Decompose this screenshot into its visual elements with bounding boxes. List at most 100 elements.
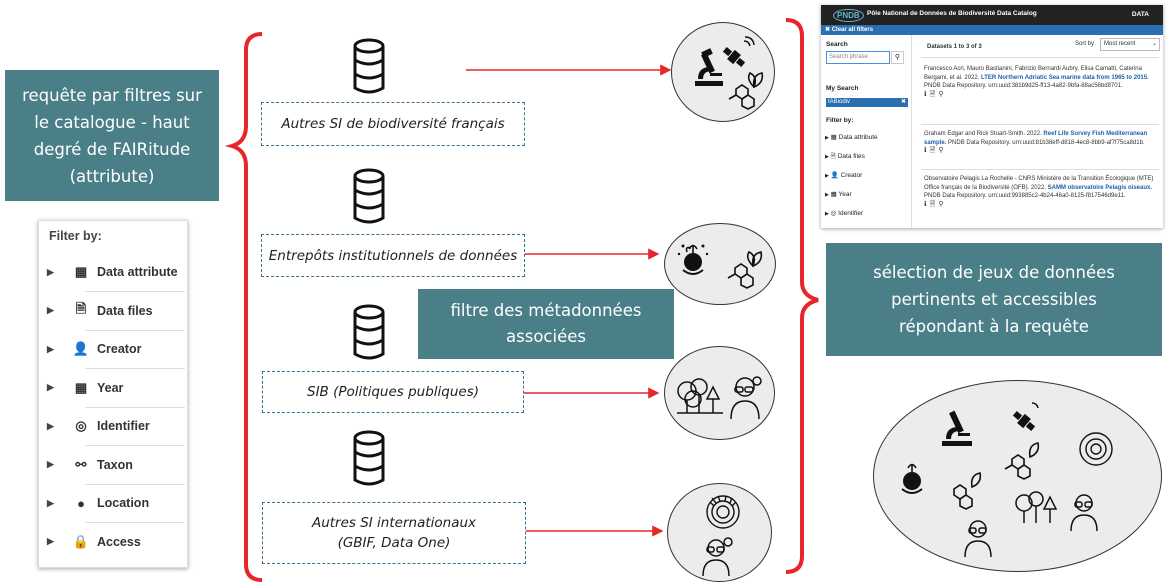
sort-label: Sort by	[1075, 41, 1095, 47]
science-icons	[695, 36, 764, 110]
globe-icon: ●	[77, 495, 85, 511]
filter-panel: Filter by: ▶▦Data attribute▶🗎Data files▶…	[38, 220, 188, 568]
document-icon[interactable]: 🗎	[929, 200, 939, 208]
filter-item-label: Data files	[97, 303, 153, 318]
source-box-sib: SIB (Politiques publiques)	[262, 371, 524, 413]
ammonite-icon	[706, 495, 740, 529]
sort-select[interactable]: Most recent ⌄	[1100, 38, 1160, 51]
clear-filters-button[interactable]: ✖ Clear all filters	[821, 25, 1163, 35]
forest-person-icons	[677, 376, 762, 420]
filter-item-access[interactable]: ▶🔒Access	[47, 523, 187, 561]
info-icon[interactable]: ℹ	[924, 200, 930, 208]
catalog-results: Datasets 1 to 3 of 3 Sort by Most recent…	[917, 35, 1161, 228]
catalog-filter-label: Creator	[840, 172, 863, 179]
dataset-entry[interactable]: Francesco Acri, Mauro Bastianini, Fabriz…	[924, 65, 1155, 99]
source-box-french-si: Autres SI de biodiversité français	[261, 102, 525, 146]
leaf-icon	[746, 250, 763, 268]
forest-icon	[1015, 491, 1058, 523]
filter-item-data-files[interactable]: ▶🗎Data files	[47, 292, 187, 330]
search-placeholder: Search phrase	[829, 54, 869, 60]
location-pin-icon[interactable]: ⚲	[938, 147, 947, 154]
query-description-text: requête par filtres sur le catalogue - h…	[22, 85, 202, 186]
results-count: Datasets 1 to 3 of 3	[927, 44, 982, 50]
satellite-icon	[1012, 410, 1036, 432]
catalog-filter-label: Year	[838, 191, 852, 198]
catalog-filter-label: Data files	[837, 153, 865, 160]
molecule-icon	[727, 263, 754, 289]
leaf-icon	[747, 71, 764, 89]
entry-actions: ℹ🗎⚲	[924, 201, 1155, 210]
filter-item-identifier[interactable]: ▶◎Identifier	[47, 407, 187, 445]
microscope-icon	[942, 410, 972, 446]
entry-separator	[921, 169, 1159, 170]
source-circle-4	[667, 483, 772, 582]
metadata-filter-text: filtre des métadonnées associées	[450, 301, 642, 346]
search-icon: ⚲	[894, 54, 901, 61]
filter-icon: 👤	[830, 172, 839, 179]
dataset-entry[interactable]: Graham Edgar and Rick Stuart-Smith. 2022…	[924, 130, 1155, 156]
left-brace	[224, 32, 263, 582]
location-pin-icon[interactable]: ⚲	[938, 90, 947, 98]
search-button[interactable]: ⚲	[891, 51, 904, 64]
target-icon: ◎	[75, 418, 87, 433]
entry-authors: Graham Edgar and Rick Stuart-Smith. 2022…	[924, 131, 1042, 137]
metadata-filter-box: filtre des métadonnées associées	[418, 289, 674, 359]
search-input[interactable]: Search phrase	[826, 51, 890, 64]
globe-plant-icon	[901, 463, 923, 494]
catalog-filter-identifier[interactable]: ▶ ◎ Identifier	[825, 209, 863, 217]
catalog-filter-creator[interactable]: ▶ 👤 Creator	[825, 171, 862, 179]
database-icon	[352, 168, 386, 231]
result-icons	[901, 402, 1113, 558]
chevron-down-icon: ⌄	[1151, 41, 1157, 47]
my-search-tag[interactable]: IABiodiv ✖	[826, 98, 908, 107]
info-icon[interactable]: ℹ	[924, 90, 930, 98]
filter-item-year[interactable]: ▶▦Year	[47, 369, 187, 407]
filter-item-label: Data attribute	[97, 265, 178, 279]
result-description-box: sélection de jeux de données pertinents …	[826, 243, 1162, 356]
molecule-icon	[953, 472, 982, 510]
dataset-entry[interactable]: Observatoire Pelagis La Rochelle - CNRS …	[924, 175, 1155, 209]
caret-right-icon: ▶	[825, 211, 829, 217]
filter-separator	[85, 406, 185, 408]
info-icon[interactable]: ℹ	[924, 147, 930, 154]
entry-repository: PNDB Data Repository. urn:uuid:81b38eff-…	[948, 139, 1145, 146]
filter-item-creator[interactable]: ▶👤Creator	[47, 330, 187, 368]
forest-icon	[677, 378, 723, 414]
hierarchy-icon: ⚯	[75, 456, 87, 472]
catalog-filter-data-files[interactable]: ▶ 🗎 Data files	[825, 152, 865, 163]
filter-item-taxon[interactable]: ▶⚯Taxon	[47, 446, 187, 484]
catalog-filter-year[interactable]: ▶ ▦ Year	[825, 190, 852, 198]
document-icon[interactable]: 🗎	[929, 147, 939, 154]
satellite-icon	[722, 46, 746, 68]
caret-right-icon: ▶	[47, 305, 54, 315]
researcher-icon	[730, 376, 762, 420]
filter-icon: 🗎	[830, 153, 836, 160]
filter-separator	[85, 522, 185, 523]
close-icon[interactable]: ✖	[900, 99, 906, 105]
filter-item-location[interactable]: ▶ ● Location	[47, 484, 187, 522]
location-pin-icon[interactable]: ⚲	[938, 200, 947, 208]
entry-authors: Observatoire Pelagis La Rochelle - CNRS …	[924, 176, 1154, 191]
filter-by-label: Filter by:	[826, 117, 854, 124]
result-description-text: sélection de jeux de données pertinents …	[873, 263, 1115, 336]
filter-panel-title: Filter by:	[49, 229, 102, 243]
source-circle-2	[664, 223, 776, 305]
filter-item-label: Taxon	[97, 457, 133, 472]
molecule-icon	[728, 84, 755, 110]
filter-icon: ▦	[830, 134, 837, 141]
source-box-institutional: Entrepôts institutionnels de données	[261, 234, 525, 277]
entry-separator	[921, 124, 1159, 125]
catalog-filter-data-attribute[interactable]: ▶ ▦ Data attribute	[825, 133, 878, 141]
researcher-icon	[964, 520, 992, 558]
catalog-nav-data[interactable]: DATA	[1131, 11, 1149, 18]
entry-title-link[interactable]: SAMM observatoire Pelagis oiseaux.	[1047, 184, 1152, 191]
filter-item-label: Identifier	[97, 419, 150, 433]
entry-title-link[interactable]: LTER Northern Adriatic Sea marine data f…	[981, 74, 1149, 81]
entry-title-link[interactable]: Reef Life Survey Fish Mediterranean samp…	[924, 131, 1148, 146]
filter-item-data-attribute[interactable]: ▶▦Data attribute	[47, 253, 187, 291]
caret-right-icon: ▶	[47, 497, 54, 508]
filter-item-label: Location	[97, 496, 150, 510]
user-icon: 👤	[72, 341, 90, 356]
catalog-filter-label: Data attribute	[838, 134, 878, 141]
document-icon[interactable]: 🗎	[929, 90, 939, 98]
